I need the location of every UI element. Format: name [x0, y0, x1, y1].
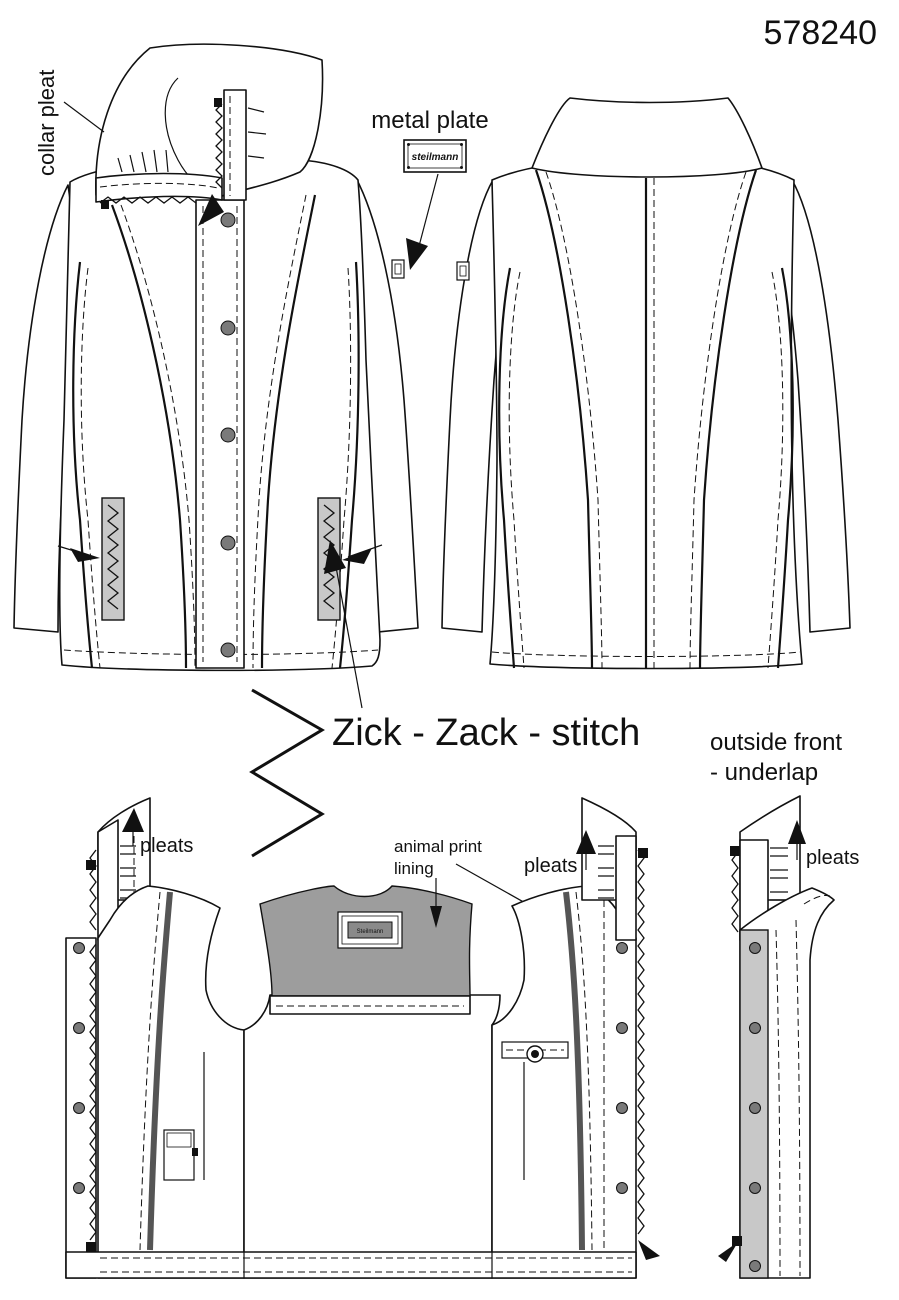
zigzag-arrow — [324, 540, 346, 574]
collar-snap-top — [214, 98, 222, 107]
inside-hanger-strip — [269, 995, 471, 1015]
back-sleeve-metal-plate — [456, 261, 470, 281]
inside-left-pleat-arrow — [122, 808, 144, 832]
front-placket — [195, 199, 245, 669]
front-right-side-seam — [338, 261, 360, 669]
inside-left-button-2 — [73, 1022, 85, 1034]
metal-plate-leader — [417, 173, 439, 251]
underlap-button-2 — [749, 1022, 761, 1034]
inside-label-text: Steilmann — [357, 929, 384, 935]
metal-plate-brand: steilmann — [412, 152, 459, 163]
inside-right-button-1 — [616, 942, 628, 954]
back-right-sleeve — [785, 179, 851, 633]
front-collar — [95, 43, 324, 197]
collar-pleat-leader — [63, 101, 105, 133]
front-button-1 — [220, 212, 236, 228]
collar-pleat-label: collar pleat — [34, 70, 59, 176]
front-left-princess-seam — [110, 204, 188, 669]
collar-snap-bottom — [101, 200, 109, 209]
front-sleeve-metal-plate — [391, 259, 405, 279]
jacket-back-view — [441, 97, 851, 670]
article-number: 578240 — [764, 14, 877, 52]
inside-left-snap — [86, 860, 96, 870]
inside-right-pleat-arrow — [576, 830, 596, 854]
front-left-side-seam — [72, 261, 94, 669]
inside-hem-band — [65, 1251, 637, 1279]
inside-label — [347, 921, 393, 939]
underlap-pleat-arrow — [788, 820, 806, 844]
inside-left-pleats-label: pleats — [140, 835, 193, 857]
inside-right-button-2 — [616, 1022, 628, 1034]
jacket-front-view — [13, 43, 419, 672]
front-button-3 — [220, 427, 236, 443]
metal-plate-detail — [403, 139, 467, 173]
inside-left-button-1 — [73, 942, 85, 954]
collar-corner-arrow — [198, 194, 224, 226]
inside-right-button-4 — [616, 1182, 628, 1194]
front-button-5 — [220, 642, 236, 658]
animal-print-label-2: lining — [394, 859, 434, 878]
inside-left-button-4 — [73, 1182, 85, 1194]
inside-left-front-panel — [97, 885, 245, 1279]
underlap-button-1 — [749, 942, 761, 954]
inside-right-button-3 — [616, 1102, 628, 1114]
underlap-snap — [730, 846, 740, 856]
inside-left-inner-pocket — [163, 1129, 195, 1181]
underlap-button-4 — [749, 1182, 761, 1194]
outside-front-label-2: - underlap — [710, 759, 818, 786]
underlap-button-5 — [749, 1260, 761, 1272]
zigzag-stitch-label: Zick - Zack - stitch — [332, 712, 640, 754]
inside-right-snap — [638, 848, 648, 858]
front-button-2 — [220, 320, 236, 336]
front-left-pocket — [101, 497, 125, 621]
inside-right-facing-seam — [563, 891, 585, 1251]
underlap-pleats-label: pleats — [806, 847, 859, 869]
collar-stand-front — [223, 89, 247, 201]
metal-plate-arrow — [406, 238, 428, 270]
inside-right-pleats-label: pleats — [524, 855, 577, 877]
inside-left-button-3 — [73, 1102, 85, 1114]
back-collar — [531, 97, 763, 178]
inside-back-panel — [243, 994, 501, 1279]
front-button-4 — [220, 535, 236, 551]
outside-front-label-1: outside front — [710, 729, 842, 756]
collar-pleat-band — [95, 172, 223, 203]
inside-left-facing-seam — [147, 891, 173, 1251]
inside-right-front-panel — [491, 885, 637, 1279]
jacket-inside-view: pleats Steilmann animal print lining — [65, 797, 660, 1279]
front-right-princess-seam — [260, 194, 317, 669]
metal-plate-label: metal plate — [371, 107, 488, 134]
zigzag-leader — [333, 555, 363, 709]
underlap-button-3 — [749, 1102, 761, 1114]
outside-front-underlap-view: pleats — [718, 795, 859, 1279]
zigzag-illustration — [249, 688, 325, 858]
animal-print-label-1: animal print — [394, 837, 482, 856]
